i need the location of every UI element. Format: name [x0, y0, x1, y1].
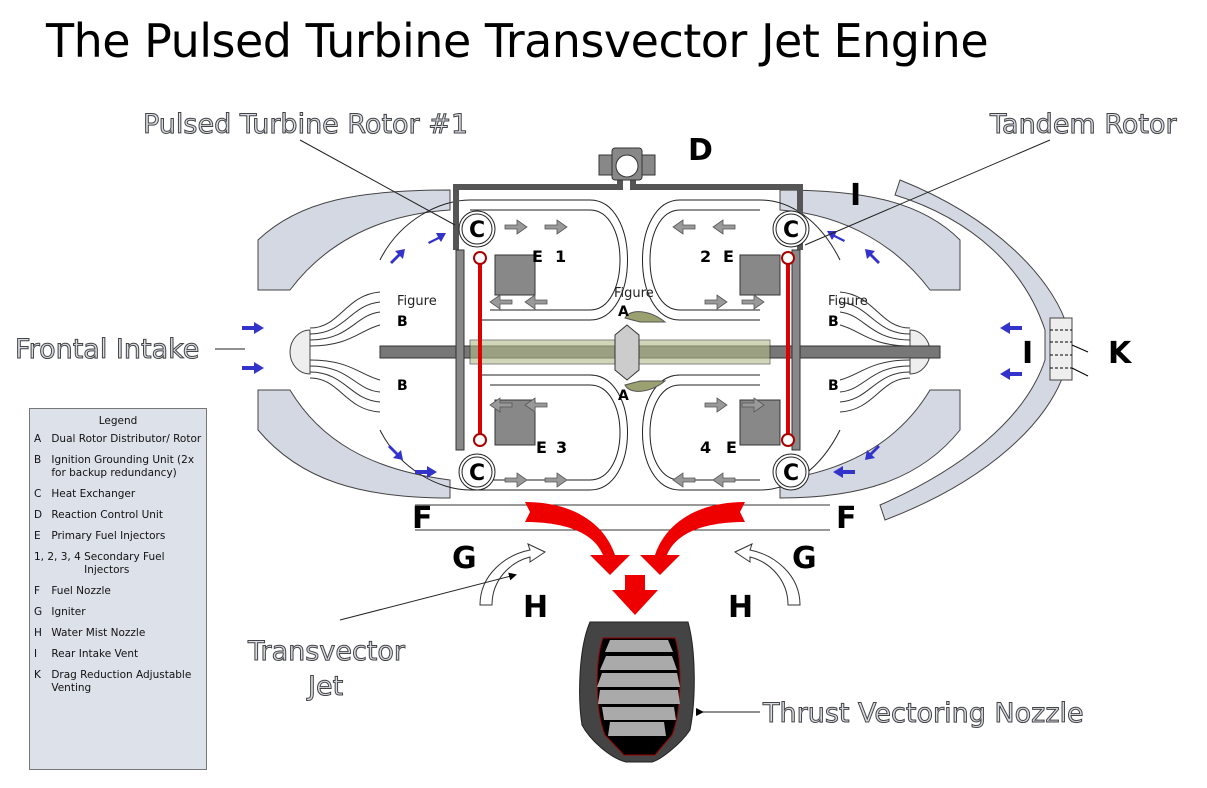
svg-text:3: 3: [556, 438, 567, 457]
legend-item: G Igniter: [34, 606, 86, 618]
svg-text:E: E: [536, 438, 547, 457]
svg-text:E: E: [532, 247, 543, 266]
legend-item: C Heat Exchanger: [34, 488, 136, 500]
svg-text:C: C: [783, 218, 799, 243]
dual-rotor-distributor: [614, 311, 667, 392]
callout-frontal-intake: Frontal Intake: [15, 334, 199, 365]
svg-text:4: 4: [700, 438, 711, 457]
figure-label-b-ul: Figure: [397, 294, 437, 309]
svg-text:A: A: [618, 304, 629, 320]
svg-text:C: C: [783, 461, 799, 486]
front-nose-cone: [289, 329, 311, 375]
right-cowling-lower: [779, 389, 961, 499]
svg-text:E: E: [726, 438, 737, 457]
label-h-right: H: [728, 590, 753, 625]
svg-text:B: B: [828, 378, 839, 394]
exhaust-channel: [415, 504, 830, 531]
label-g-right: G: [792, 541, 817, 576]
upper-right-chamber: [642, 199, 841, 321]
rear-intake-shell: [879, 179, 1066, 521]
front-intake-vanes: [309, 291, 381, 413]
upper-left-chamber: [379, 199, 628, 321]
svg-text:E: E: [723, 247, 734, 266]
legend-box: Legend A Dual Rotor Distributor/ Rotor B…: [29, 408, 207, 770]
drag-reduction-vents: [1049, 317, 1089, 381]
callout-transvector-1: Transvector: [247, 636, 406, 667]
page-title: The Pulsed Turbine Transvector Jet Engin…: [46, 14, 989, 68]
legend-item: D Reaction Control Unit: [34, 509, 163, 521]
legend-item: E Primary Fuel Injectors: [34, 530, 166, 542]
rotor-wall-right: [791, 249, 801, 451]
callout-tandem-rotor: Tandem Rotor: [989, 109, 1177, 140]
rotor-wall-left: [455, 249, 465, 451]
callout-thrust-nozzle: Thrust Vectoring Nozzle: [762, 698, 1084, 729]
legend-item: K Drag Reduction Adjustable Venting: [34, 669, 192, 694]
svg-text:1: 1: [555, 247, 566, 266]
svg-text:A: A: [618, 388, 629, 404]
flow-arrows: [489, 219, 765, 488]
thrust-vectoring-nozzle: [579, 621, 695, 763]
legend-item: A Dual Rotor Distributor/ Rotor: [34, 433, 202, 445]
label-h-left: H: [523, 590, 548, 625]
housing-top: [453, 172, 803, 250]
legend-item: I Rear Intake Vent: [34, 648, 139, 660]
left-cowling: [257, 189, 451, 291]
legend-item: H Water Mist Nozzle: [34, 627, 146, 639]
label-i-top: I: [850, 178, 861, 213]
heat-exchanger-ll: C: [458, 453, 496, 491]
svg-text:B: B: [397, 314, 408, 330]
legend-item: B Ignition Grounding Unit (2x for backup…: [34, 454, 195, 479]
heat-exchanger-ur: C: [772, 210, 810, 248]
legend-item: 1, 2, 3, 4 Secondary Fuel Injectors: [34, 551, 165, 576]
figure-label-a: Figure: [614, 286, 654, 301]
label-d: D: [688, 133, 713, 168]
label-f-right: F: [836, 501, 857, 536]
svg-text:C: C: [469, 218, 485, 243]
label-i-rear: I: [1022, 336, 1033, 371]
svg-text:B: B: [828, 314, 839, 330]
svg-text:C: C: [469, 461, 485, 486]
callout-pulsed-rotor: Pulsed Turbine Rotor #1: [143, 109, 468, 140]
label-k: K: [1108, 336, 1133, 371]
lower-right-chamber: [642, 374, 841, 491]
figure-label-b-ur: Figure: [828, 294, 868, 309]
right-cowling: [779, 189, 961, 291]
transvector-arrow-right: [733, 543, 801, 606]
heat-exchanger-lr: C: [772, 453, 810, 491]
svg-text:2: 2: [700, 247, 711, 266]
lower-left-chamber: [379, 374, 628, 491]
reaction-control-unit: [598, 147, 656, 181]
callout-transvector-2: Jet: [306, 671, 343, 702]
transvector-arrow-left: [479, 543, 547, 606]
left-cowling-lower: [257, 389, 451, 499]
label-g-left: G: [452, 541, 477, 576]
legend-item: F Fuel Nozzle: [34, 585, 111, 597]
exhaust-arrows: [525, 502, 745, 615]
legend-heading: Legend: [98, 415, 138, 427]
label-f-left: F: [412, 501, 433, 536]
heat-exchanger-ul: C: [458, 210, 496, 248]
svg-text:B: B: [397, 378, 408, 394]
